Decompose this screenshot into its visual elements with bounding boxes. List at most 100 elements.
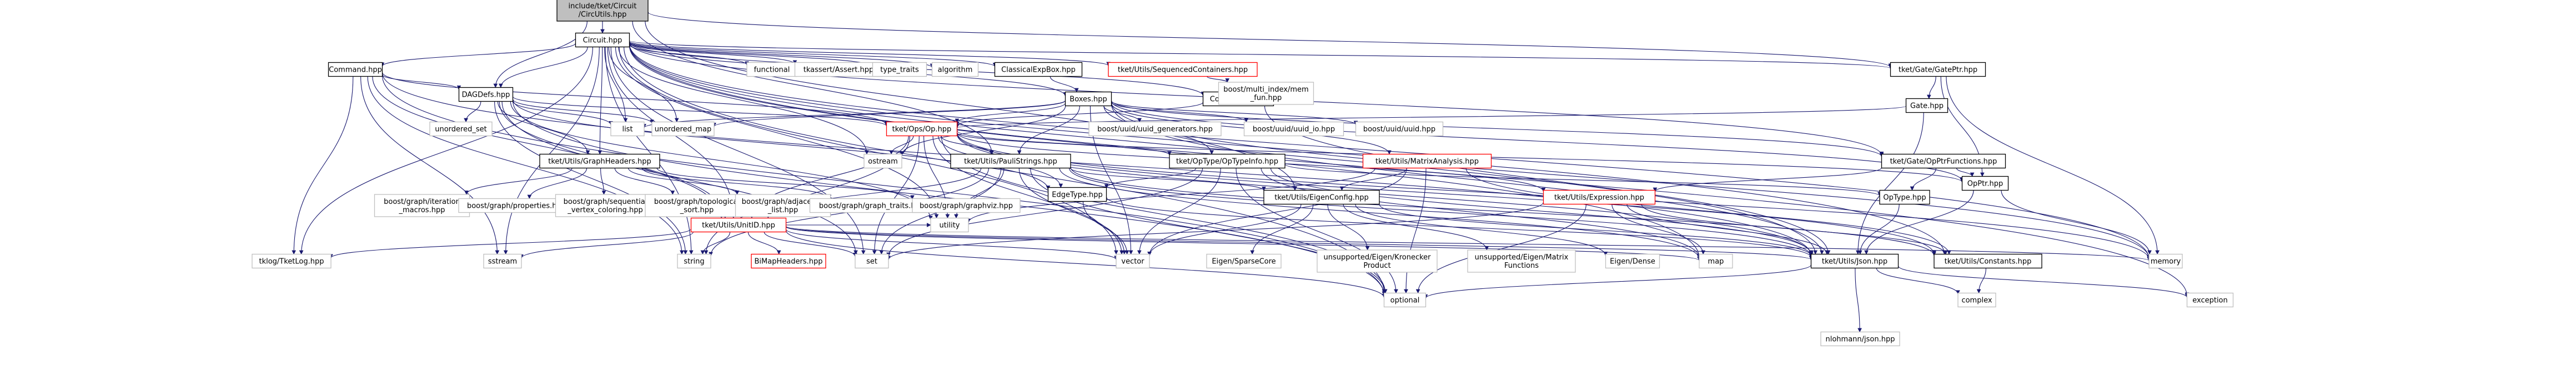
node-tklog: tklog/TketLog.hpp <box>252 253 332 269</box>
edge-boxes-to-unordered-map <box>712 100 1066 127</box>
node-opptr[interactable]: OpPtr.hpp <box>1961 176 2009 191</box>
edge-dagdefs-to-string <box>494 101 688 255</box>
edge-circuit-to-command <box>380 43 576 67</box>
edge-gateptr-to-memory <box>1946 76 2160 255</box>
node-box <box>1467 249 1576 273</box>
node-label: sstream <box>488 258 517 266</box>
node-algorithm: algorithm <box>931 62 979 77</box>
node-eigensparse: Eigen/SparseCore <box>1206 253 1282 269</box>
node-uuid: boost/uuid/uuid.hpp <box>1355 121 1444 137</box>
edge-circuit-to-gateptr <box>629 40 1892 69</box>
node-constants[interactable]: tket/Utils/Constants.hpp <box>1934 253 2042 269</box>
node-box <box>651 121 715 137</box>
node-json[interactable]: tket/Utils/Json.hpp <box>1810 253 1899 269</box>
edge-command-to-string <box>367 76 684 255</box>
node-box <box>645 194 749 217</box>
edge-expression-to-set <box>886 202 1544 261</box>
edge-graphheaders-to-graphtraits <box>642 168 832 199</box>
edge-circuit-to-unordered-map <box>608 47 679 123</box>
node-box <box>458 87 514 102</box>
edge-boxes-to-ostream <box>900 106 1066 156</box>
edge-ophpp-to-pauli <box>940 136 994 155</box>
node-label: string <box>684 258 704 266</box>
node-label: functional <box>754 66 790 74</box>
node-ostream: ostream <box>863 153 902 169</box>
node-box <box>994 62 1083 77</box>
edge-dagdefs-to-unordered-map <box>512 99 654 124</box>
edge-unitid-to-set <box>764 232 857 257</box>
node-graphheaders[interactable]: tket/Utils/GraphHeaders.hpp <box>539 153 660 169</box>
edge-command-to-ophpp <box>381 72 889 126</box>
node-label: boost/uuid/uuid_io.hpp <box>1253 126 1335 134</box>
node-type-traits: type_traits <box>872 62 927 77</box>
node-box <box>751 253 826 269</box>
node-pauli[interactable]: tket/Utils/PauliStrings.hpp <box>950 153 1071 169</box>
node-box <box>912 198 1021 213</box>
node-box <box>690 217 787 233</box>
node-circuit[interactable]: Circuit.hpp <box>575 32 630 48</box>
edge-optype-to-json <box>1857 204 1900 255</box>
node-optypeinfo[interactable]: tket/OpType/OpTypeInfo.hpp <box>1169 153 1286 169</box>
node-uuidio: boost/uuid/uuid_io.hpp <box>1243 121 1344 137</box>
edge-eigenconfig-to-json <box>1379 204 1814 257</box>
node-label: _list.hpp <box>767 206 798 214</box>
node-label: BiMapHeaders.hpp <box>755 258 823 266</box>
edge-opptrfunctions-to-optype <box>1910 168 1937 191</box>
edge-circuit-to-tklog <box>299 47 593 255</box>
edge-edgetype-to-vector <box>1082 201 1129 255</box>
node-label: Gate.hpp <box>1910 102 1944 111</box>
edge-command-to-json <box>381 73 1814 256</box>
edge-boxes-to-uuidgen <box>1103 106 1142 123</box>
edge-opptr-to-memory <box>2001 190 2152 255</box>
node-edgetype[interactable]: EdgeType.hpp <box>1047 187 1107 202</box>
node-set: set <box>855 253 889 269</box>
node-gatehpp[interactable]: Gate.hpp <box>1905 98 1949 113</box>
node-boxes[interactable]: Boxes.hpp <box>1064 91 1112 107</box>
edge-pauli-to-vector <box>1018 168 1127 255</box>
edge-edgetype-to-json <box>1106 197 1814 258</box>
edge-gatehpp-to-ophpp <box>955 106 1907 129</box>
edge-optypeinfo-to-optional <box>1236 168 1398 294</box>
node-label: boost/multi_index/mem <box>1223 86 1308 94</box>
edge-pauli-to-json <box>1069 168 1814 257</box>
node-label: algorithm <box>938 66 973 74</box>
node-label: type_traits <box>880 66 919 74</box>
node-box <box>610 121 645 137</box>
edge-circuit-to-ostream <box>618 47 869 155</box>
edge-pauli-to-constants <box>1070 167 1936 256</box>
node-eigenconfig[interactable]: tket/Utils/EigenConfig.hpp <box>1263 189 1380 205</box>
node-label: optional <box>1390 297 1420 305</box>
edge-dagdefs-to-list <box>512 101 613 126</box>
node-unitid: tket/Utils/UnitID.hpp <box>690 217 787 233</box>
node-optype[interactable]: OpType.hpp <box>1879 189 1930 205</box>
node-list: list <box>610 121 645 137</box>
node-label: tket/OpType/OpTypeInfo.hpp <box>1176 158 1278 166</box>
edge-constants-to-complex <box>1976 268 1986 294</box>
node-opptrfunctions[interactable]: tket/Gate/OpPtrFunctions.hpp <box>1881 153 2006 169</box>
edge-circuit-to-classicalexpbox <box>629 41 997 67</box>
node-gateptr[interactable]: tket/Gate/GatePtr.hpp <box>1890 62 1986 77</box>
edge-circuit-to-map <box>629 45 1701 258</box>
edge-boxes-to-opptrfunctions <box>1111 100 1884 157</box>
node-label: /CircUtils.hpp <box>579 11 627 19</box>
edge-optypeinfo-to-optype <box>1284 164 1882 197</box>
node-box <box>1218 82 1314 105</box>
edge-json-to-nlohmann <box>1855 268 1862 333</box>
node-label: ostream <box>868 158 898 166</box>
node-label: Functions <box>1504 262 1539 270</box>
node-label: include/tket/Circuit <box>569 2 637 11</box>
edge-unitid-to-memory <box>785 226 2151 261</box>
edge-opptrfunctions-to-opptr <box>1956 168 1975 177</box>
node-command[interactable]: Command.hpp <box>328 62 383 77</box>
node-classicalexpbox[interactable]: ClassicalExpBox.hpp <box>994 62 1083 77</box>
edge-command-to-sstream <box>360 76 500 255</box>
node-box <box>1699 253 1733 269</box>
node-exception: exception <box>2186 292 2234 308</box>
node-label: unordered_map <box>655 126 712 134</box>
node-root[interactable]: include/tket/Circuit/CircUtils.hpp <box>556 0 649 22</box>
node-dagdefs[interactable]: DAGDefs.hpp <box>458 87 514 102</box>
edge-dagdefs-to-graphheaders <box>497 101 590 155</box>
node-box <box>930 217 969 233</box>
edge-circuit-to-exception <box>629 44 2190 297</box>
